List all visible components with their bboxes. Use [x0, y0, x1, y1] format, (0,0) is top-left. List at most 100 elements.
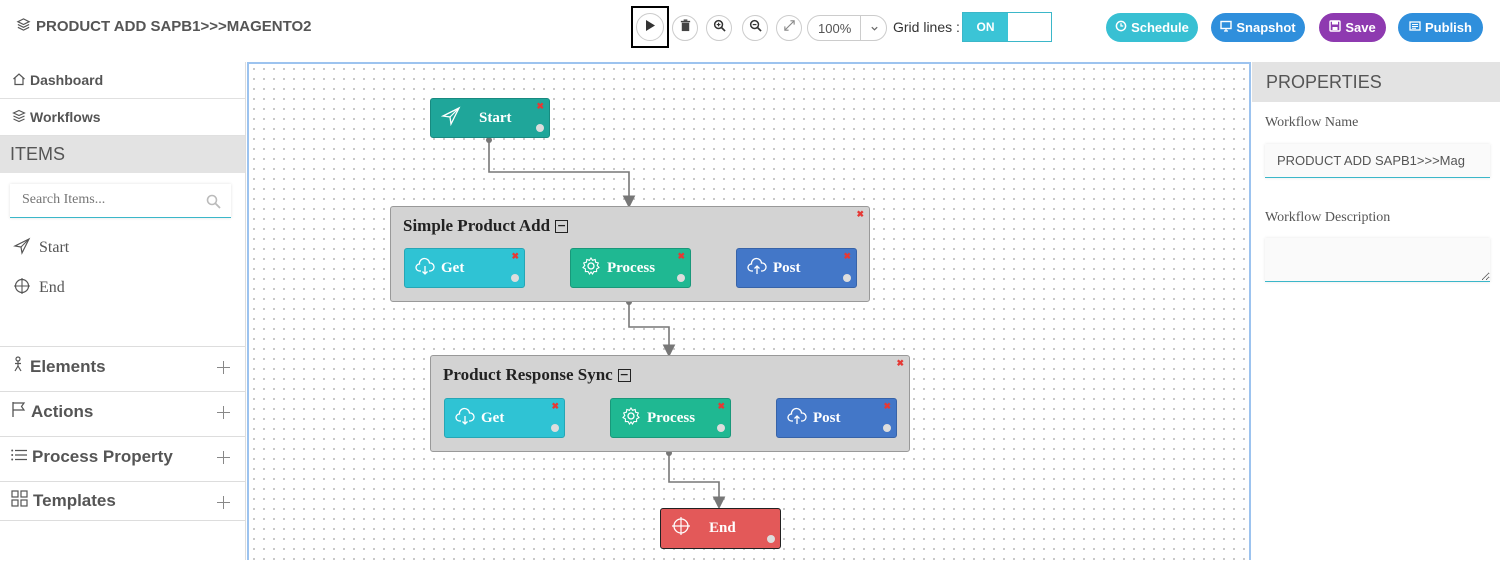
remove-icon[interactable]: ✖	[677, 251, 685, 261]
zoom-out-icon	[749, 19, 762, 37]
floppy-disk-icon	[1329, 20, 1342, 35]
connector-port[interactable]	[767, 535, 775, 543]
schedule-button[interactable]: Schedule	[1106, 13, 1198, 42]
grid-toggle-on: ON	[963, 13, 1008, 41]
group-product-response-sync[interactable]: Product Response Sync − ✖ Get ✖ Process …	[430, 355, 910, 452]
group-title: Simple Product Add −	[403, 216, 569, 235]
cloud-download-icon	[455, 406, 475, 431]
collapse-icon[interactable]: −	[555, 218, 569, 233]
gear-icon	[581, 256, 601, 281]
node-post[interactable]: Post ✖	[736, 248, 857, 288]
remove-icon[interactable]: ✖	[843, 251, 851, 261]
connector-port[interactable]	[883, 424, 891, 432]
publish-button[interactable]: Publish	[1398, 13, 1483, 42]
remove-icon[interactable]: ✖	[536, 101, 544, 111]
nav-workflows[interactable]: Workflows	[0, 99, 245, 136]
monitor-icon	[1220, 20, 1233, 35]
save-button[interactable]: Save	[1319, 13, 1386, 42]
expand-icon	[783, 19, 796, 37]
grid-lines-toggle[interactable]: ON	[962, 12, 1052, 42]
delete-button[interactable]	[672, 15, 698, 41]
workflow-title-text: PRODUCT ADD SAPB1>>>MAGENTO2	[36, 18, 312, 35]
zoom-level: 100%	[818, 21, 852, 36]
zoom-in-button[interactable]	[706, 15, 732, 41]
zoom-out-button[interactable]	[742, 15, 768, 41]
chevron-down-icon	[870, 21, 879, 36]
section-actions[interactable]: Actions	[0, 391, 246, 431]
connector-port[interactable]	[511, 274, 519, 282]
send-icon	[440, 106, 461, 131]
fit-screen-button[interactable]	[776, 15, 802, 41]
search-icon	[206, 194, 221, 214]
node-process[interactable]: Process ✖	[610, 398, 731, 438]
figure-icon	[11, 356, 25, 377]
remove-icon[interactable]: ✖	[856, 209, 864, 219]
crosshair-icon	[13, 277, 31, 300]
connector-port[interactable]	[717, 424, 725, 432]
node-get[interactable]: Get ✖	[444, 398, 565, 438]
run-button[interactable]	[631, 6, 669, 48]
workflow-canvas[interactable]: Start ✖ Simple Product Add − ✖ Get ✖ Pro…	[247, 62, 1251, 560]
send-icon	[13, 237, 31, 260]
item-start[interactable]: Start	[0, 228, 245, 268]
connector-port[interactable]	[536, 124, 544, 132]
play-icon	[645, 18, 655, 36]
plus-icon	[217, 494, 230, 514]
left-sidebar: Dashboard Workflows ITEMS Start End Elem…	[0, 62, 246, 560]
layers-icon	[12, 109, 26, 126]
remove-icon[interactable]: ✖	[551, 401, 559, 411]
search-box	[10, 184, 231, 218]
clock-icon	[1115, 20, 1127, 35]
workflow-description-input[interactable]	[1265, 238, 1490, 282]
home-icon	[12, 72, 26, 89]
zoom-select[interactable]: 100%	[807, 15, 887, 41]
item-end[interactable]: End	[0, 268, 245, 308]
workflow-description-label: Workflow Description	[1265, 210, 1391, 225]
workflow-name-label: Workflow Name	[1265, 115, 1359, 130]
remove-icon[interactable]: ✖	[896, 358, 904, 368]
remove-icon[interactable]: ✖	[511, 251, 519, 261]
connector-port[interactable]	[551, 424, 559, 432]
plus-icon	[217, 404, 230, 424]
properties-panel: PROPERTIES Workflow Name Workflow Descri…	[1252, 62, 1500, 560]
connector-lines	[486, 137, 777, 510]
collapse-icon[interactable]: −	[617, 367, 631, 382]
connector-port[interactable]	[843, 274, 851, 282]
properties-header: PROPERTIES	[1252, 62, 1500, 102]
search-items-input[interactable]	[10, 184, 200, 216]
gear-icon	[621, 406, 641, 431]
plus-icon	[217, 359, 230, 379]
workflow-name-input[interactable]	[1265, 144, 1490, 178]
workflow-title: PRODUCT ADD SAPB1>>>MAGENTO2	[16, 17, 311, 36]
crosshair-icon	[671, 516, 691, 541]
snapshot-button[interactable]: Snapshot	[1211, 13, 1305, 42]
group-title: Product Response Sync −	[443, 365, 631, 384]
cloud-download-icon	[415, 256, 435, 281]
trash-icon	[679, 19, 692, 37]
remove-icon[interactable]: ✖	[717, 401, 725, 411]
layers-icon	[16, 17, 31, 36]
group-simple-product-add[interactable]: Simple Product Add − ✖ Get ✖ Process ✖ P…	[390, 206, 870, 302]
node-get[interactable]: Get ✖	[404, 248, 525, 288]
top-header: PRODUCT ADD SAPB1>>>MAGENTO2 100% Grid l…	[0, 0, 1500, 60]
grid-icon	[11, 490, 28, 512]
section-templates[interactable]: Templates	[0, 481, 246, 521]
grid-lines-label: Grid lines :	[893, 19, 960, 35]
plus-icon	[217, 449, 230, 469]
list-icon	[11, 447, 27, 467]
node-post[interactable]: Post ✖	[776, 398, 897, 438]
cloud-upload-icon	[747, 256, 767, 281]
node-process[interactable]: Process ✖	[570, 248, 691, 288]
connector-port[interactable]	[677, 274, 685, 282]
zoom-in-icon	[713, 19, 726, 37]
end-node[interactable]: End	[660, 508, 781, 549]
items-header: ITEMS	[0, 136, 245, 173]
remove-icon[interactable]: ✖	[883, 401, 891, 411]
nav-dashboard[interactable]: Dashboard	[0, 62, 245, 99]
cloud-upload-icon	[787, 406, 807, 431]
flag-icon	[11, 401, 26, 423]
newspaper-icon	[1409, 20, 1421, 35]
section-process-property[interactable]: Process Property	[0, 436, 246, 476]
start-node[interactable]: Start ✖	[430, 98, 550, 138]
section-elements[interactable]: Elements	[0, 346, 246, 386]
